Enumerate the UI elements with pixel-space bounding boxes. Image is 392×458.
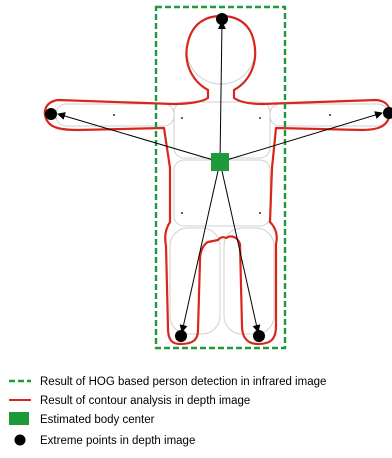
body-center-marker	[211, 153, 229, 171]
legend-label-contour: Result of contour analysis in depth imag…	[40, 395, 250, 407]
legend-label-extreme: Extreme points in depth image	[40, 435, 195, 447]
silhouette-segments	[56, 16, 388, 334]
legend: Result of HOG based person detection in …	[9, 376, 326, 447]
extreme-point-right-hand	[383, 107, 392, 119]
torso-upper-segment	[174, 102, 270, 158]
arrow-to-right-foot	[220, 162, 258, 332]
left-leg-segment	[170, 228, 220, 334]
legend-label-center: Estimated body center	[40, 414, 155, 426]
legend-swatch-green-square	[9, 412, 29, 425]
legend-label-hog: Result of HOG based person detection in …	[40, 376, 326, 388]
arrow-to-right-hand	[220, 113, 382, 162]
extreme-point-left-hand	[45, 108, 57, 120]
extreme-point-left-foot	[175, 330, 187, 342]
segment-dot	[181, 117, 183, 119]
extreme-point-right-foot	[253, 330, 265, 342]
arrow-to-head	[220, 22, 222, 162]
segment-dot	[181, 212, 183, 214]
arrow-to-left-foot	[182, 162, 220, 332]
arrow-to-left-hand	[58, 114, 220, 162]
segment-dot	[259, 212, 261, 214]
segment-dot	[259, 117, 261, 119]
right-leg-segment	[224, 228, 274, 334]
extreme-point-head	[216, 13, 228, 25]
segment-dot	[329, 114, 331, 116]
body-contour	[45, 16, 390, 344]
extreme-points	[45, 13, 392, 342]
segment-dot	[113, 114, 115, 116]
legend-swatch-black-dot	[15, 435, 26, 446]
